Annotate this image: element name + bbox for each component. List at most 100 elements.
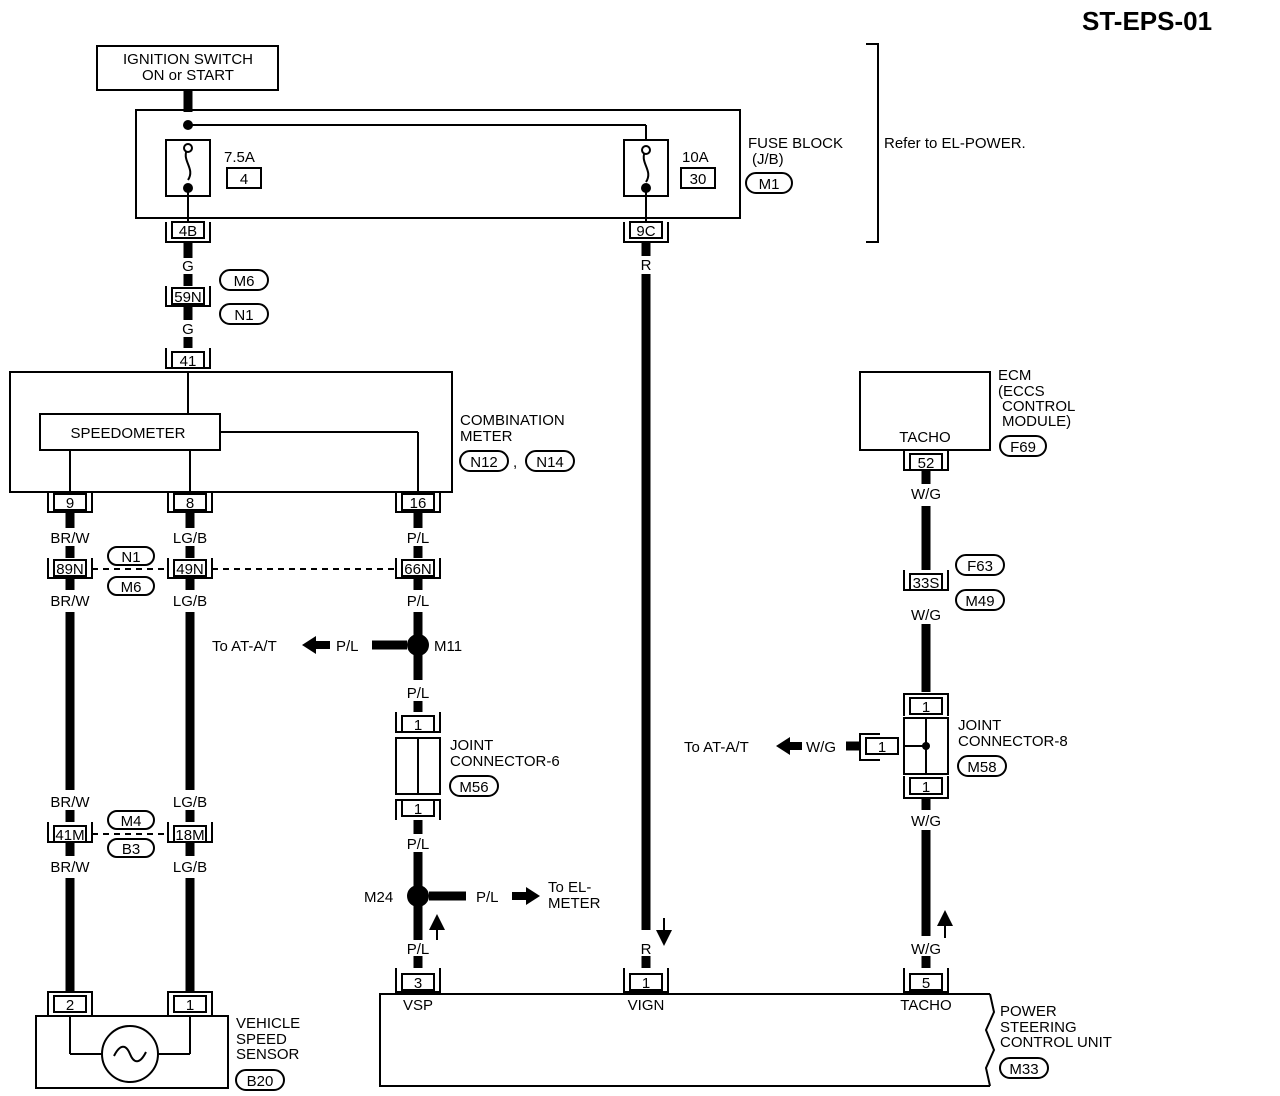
combination-meter-label-2: METER [460,428,513,445]
splice-m11-label: M11 [434,638,462,655]
fuse-block-label-1: FUSE BLOCK [748,135,843,152]
svg-text:1: 1 [922,699,930,716]
svg-text:1: 1 [642,975,650,992]
fuse-a-number: 4 [240,171,248,188]
svg-text:N14: N14 [536,454,564,471]
joint-connector-8: 1 1 1 [859,693,949,799]
fuse-a-amps: 7.5A [224,149,255,166]
connector-18m: 18M [167,822,213,844]
connector-33s: 33S [903,570,949,592]
wire-brw-4: BR/W [50,859,90,876]
svg-text:N12: N12 [470,454,498,471]
ecm: TACHO [859,371,991,451]
svg-text:49N: 49N [176,561,204,578]
connector-m1-tag: M1 [745,172,793,194]
svg-text:89N: 89N [56,561,84,578]
ecm-label-4: MODULE) [1002,413,1071,430]
svg-text:M1: M1 [759,176,780,193]
connector-n14-tag: N14 [525,450,575,472]
connector-n1-tag: N1 [219,303,269,325]
svg-text:5: 5 [922,975,930,992]
pscu-label-2: STEERING [1000,1019,1077,1036]
fuse-7-5a: 7.5A 4 [165,139,262,197]
ignition-label-2: ON or START [142,67,234,84]
wire-wg-1: W/G [911,486,941,503]
svg-text:1: 1 [878,739,886,756]
pscu-label-3: CONTROL UNIT [1000,1034,1112,1051]
wire-pl-branch-2: P/L [476,889,499,906]
terminal-16: 16 [395,492,441,513]
terminal-vign-1: 1 [623,968,669,993]
svg-text:2: 2 [66,997,74,1014]
refer-el-power: Refer to EL-POWER. [884,135,1026,152]
connector-n12-tag: N12 [459,450,509,472]
terminal-vss-2: 2 [47,991,93,1016]
terminal-8: 8 [167,492,213,513]
connector-b20-tag: B20 [235,1069,285,1091]
svg-text:18M: 18M [175,827,204,844]
svg-text:8: 8 [186,495,194,512]
connector-f63-tag: F63 [955,554,1005,576]
connector-66n: 66N [395,558,441,579]
speedometer-label: SPEEDOMETER [70,425,185,442]
svg-text:M33: M33 [1009,1061,1038,1078]
connector-m49-tag: M49 [955,589,1005,611]
to-at-at-1: To AT-A/T [212,638,277,655]
ignition-label-1: IGNITION SWITCH [123,51,253,68]
wire-wg-4: W/G [911,941,941,958]
joint8-label-2: CONNECTOR-8 [958,733,1068,750]
fuse-block: 7.5A 4 10A 30 [135,109,741,222]
splice-m24-label: M24 [364,889,393,906]
splice-m24 [407,885,429,907]
svg-text:M6: M6 [234,273,255,290]
pscu-tacho: TACHO [900,997,951,1014]
svg-text:66N: 66N [404,561,432,578]
svg-text:52: 52 [918,455,935,472]
svg-text:9C: 9C [636,223,655,240]
svg-text:33S: 33S [913,575,940,592]
ignition-switch: IGNITION SWITCH ON or START [96,45,279,91]
connector-m6-tag: M6 [219,269,269,291]
joint8-label-1: JOINT [958,717,1001,734]
wire-brw-3: BR/W [50,794,90,811]
svg-text:M4: M4 [121,813,142,830]
ecm-tacho: TACHO [899,429,950,446]
arrow-left-icon-2 [776,737,802,755]
svg-text:1: 1 [186,997,194,1014]
terminal-41: 41 [165,348,211,370]
combination-meter: SPEEDOMETER [9,371,453,493]
wire-wg-3: W/G [911,813,941,830]
wire-pl-2: P/L [407,593,430,610]
connector-89n: 89N [47,558,93,579]
wire-brw-2: BR/W [50,593,90,610]
fuse-block-label-2: (J/B) [752,151,784,168]
wire-lgb-2: LG/B [173,593,207,610]
terminal-4b: 4B [165,221,211,243]
terminal-tacho-5: 5 [903,968,949,993]
wire-brw-1: BR/W [50,530,90,547]
svg-text:N1: N1 [121,549,140,566]
to-at-at-2: To AT-A/T [684,739,749,756]
fuse-b-amps: 10A [682,149,709,166]
svg-text:N1: N1 [234,307,253,324]
ecm-label-2: (ECCS [998,383,1045,400]
terminal-52: 52 [903,450,949,472]
vss-label-3: SENSOR [236,1046,300,1063]
connector-m33-tag: M33 [999,1057,1049,1079]
wire-lgb-4: LG/B [173,859,207,876]
vehicle-speed-sensor [35,1015,229,1089]
arrow-right-icon [512,887,540,905]
fuse-10a: 10A 30 [623,139,716,197]
wire-lgb-3: LG/B [173,794,207,811]
terminal-9: 9 [47,492,93,513]
wire-pl-4: P/L [407,836,430,853]
connector-59n: 59N [165,286,211,307]
to-el-meter-2: METER [548,895,601,912]
svg-text:1: 1 [414,717,422,734]
joint6-label-2: CONNECTOR-6 [450,753,560,770]
arrow-left-icon [302,636,330,654]
svg-text:9: 9 [66,495,74,512]
wire-r-2: R [641,941,652,958]
svg-text:41: 41 [180,353,197,370]
